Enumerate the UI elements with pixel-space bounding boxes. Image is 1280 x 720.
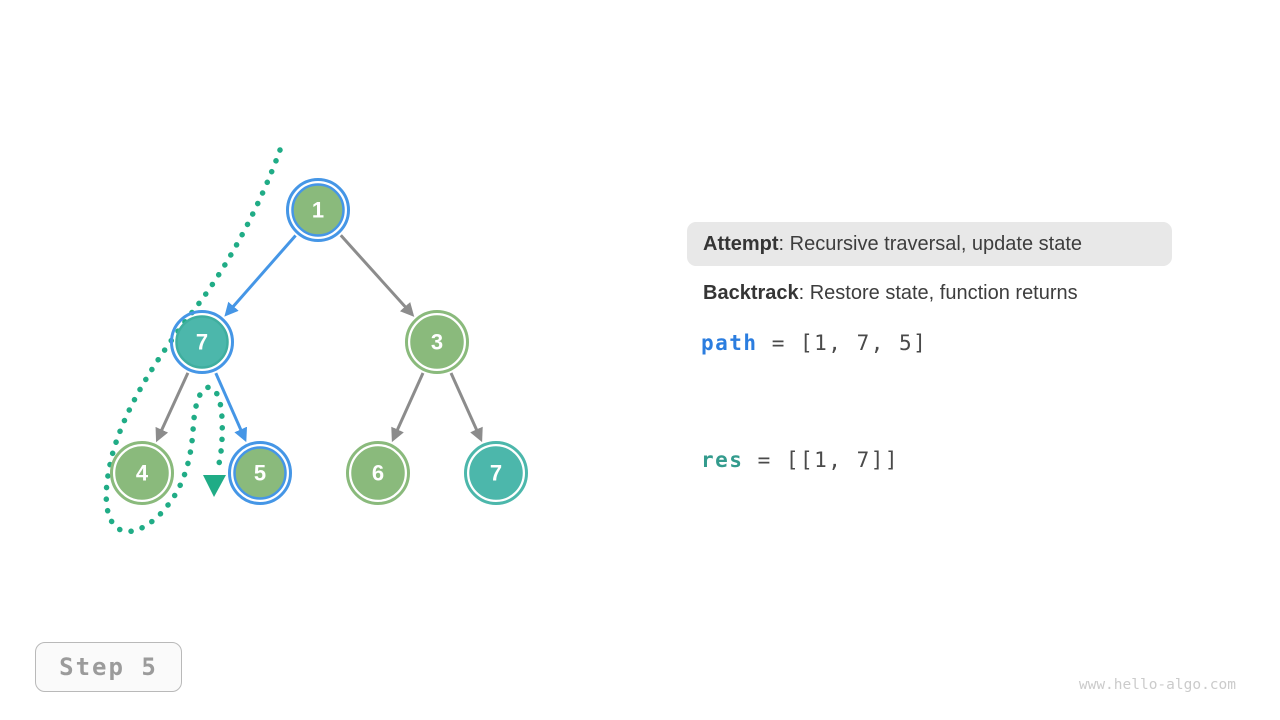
tree-node-4: 4 [110,441,174,505]
backtrack-term: Backtrack [703,282,799,304]
path-variable-value: = [1, 7, 5] [757,331,928,355]
edge-1-to-7 [224,234,297,317]
node-4-value: 4 [136,461,149,486]
step-indicator-label: Step 5 [59,653,158,681]
attempt-legend-badge: Attempt: Recursive traversal, update sta… [687,222,1172,266]
traversal-trail [103,147,283,535]
edge-7-to-4 [155,372,190,443]
res-state-line: res = [[1, 7]] [701,448,899,472]
tree-node-3: 3 [405,310,469,374]
node-6-value: 6 [372,461,384,486]
site-watermark: www.hello-algo.com [1078,677,1236,693]
node-7-left-value: 7 [196,330,208,355]
binary-tree-diagram: 1 7 3 4 5 6 7 [103,147,528,535]
path-state-line: path = [1, 7, 5] [701,331,927,355]
tree-node-6: 6 [346,441,410,505]
node-5-value: 5 [254,461,266,486]
tree-node-7-right: 7 [464,441,528,505]
edge-3-to-6 [391,372,425,443]
attempt-description: : Recursive traversal, update state [778,232,1083,255]
traversal-cursor-icon [203,475,226,497]
backtrack-legend-text: Backtrack: Restore state, function retur… [703,282,1078,305]
edge-1-to-3 [339,234,415,317]
step-indicator: Step 5 [35,642,182,692]
edge-7-to-5 [214,372,248,443]
attempt-term: Attempt [703,232,779,255]
edge-3-to-7 [449,372,483,443]
path-variable-name: path [701,331,758,355]
res-variable-value: = [[1, 7]] [743,448,900,472]
node-3-value: 3 [431,330,443,355]
res-variable-name: res [701,448,744,472]
tree-node-5: 5 [228,441,292,505]
tree-node-7-left: 7 [170,310,234,374]
node-1-value: 1 [312,198,324,223]
attempt-legend-text: Attempt: Recursive traversal, update sta… [703,233,1082,256]
node-7-right-value: 7 [490,461,502,486]
tree-node-1: 1 [286,178,350,242]
backtrack-description: : Restore state, function returns [798,282,1078,304]
